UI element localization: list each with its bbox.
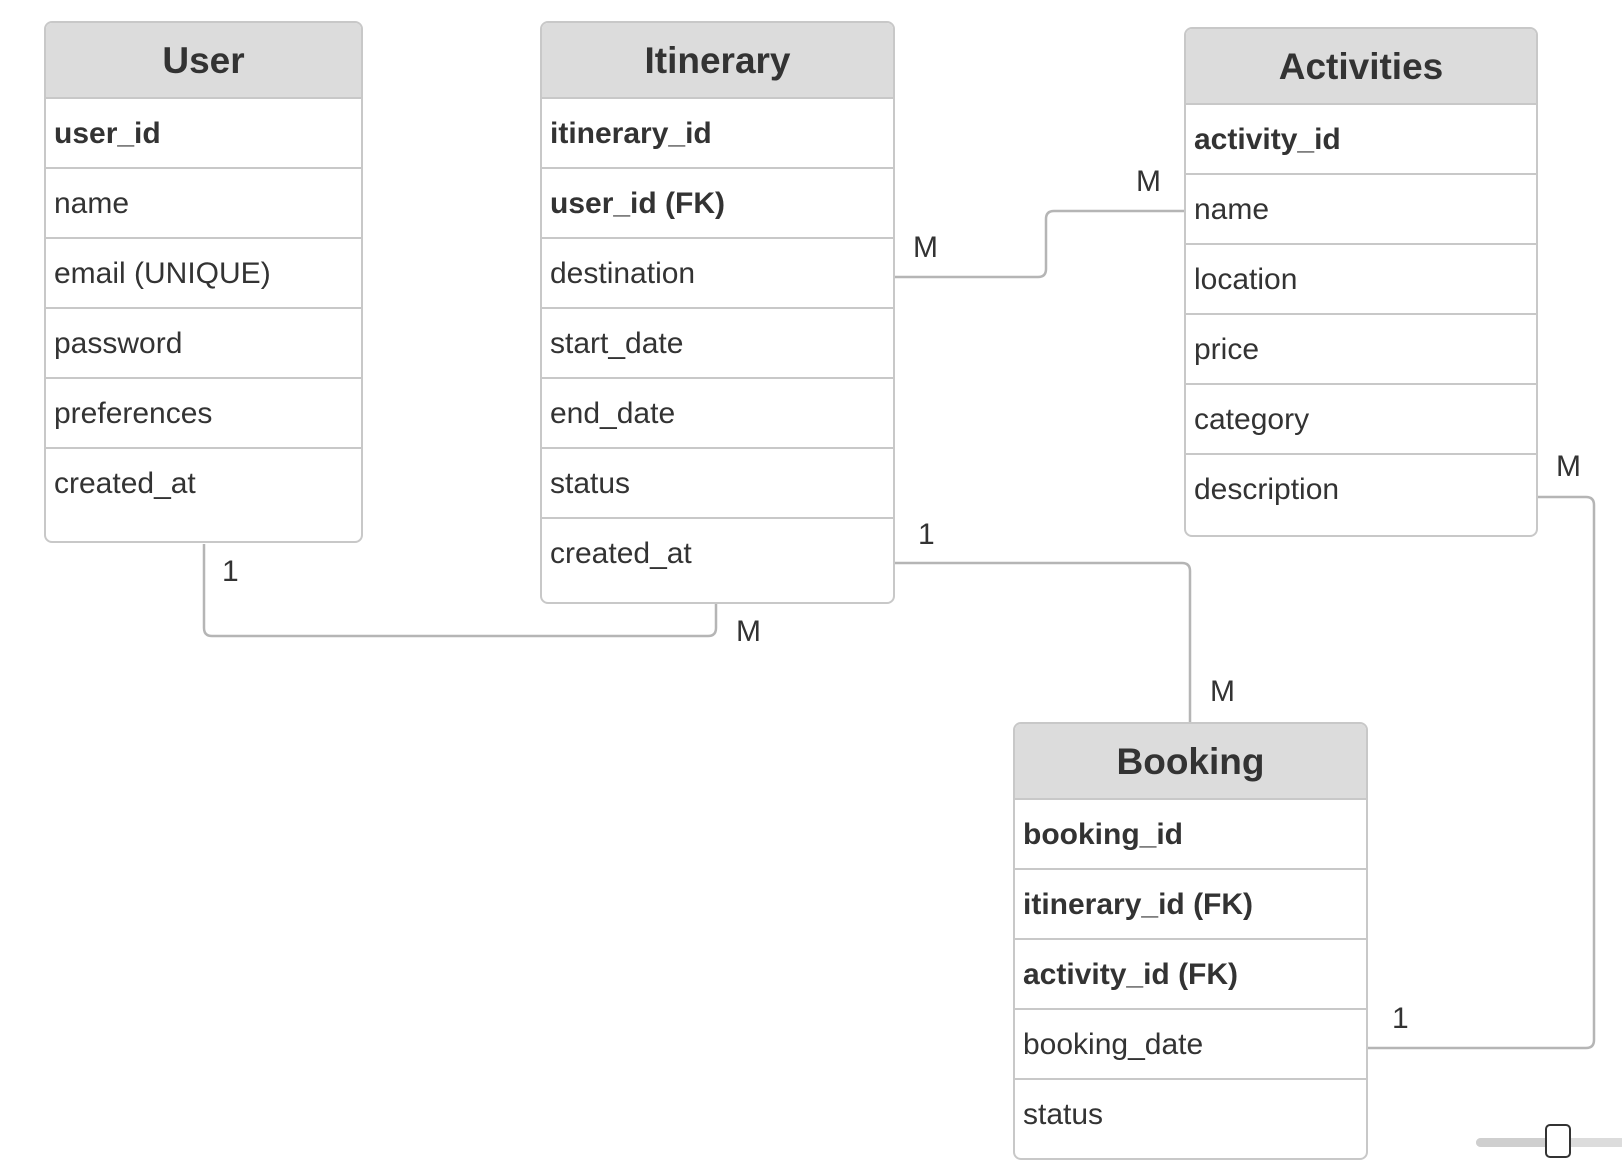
field-category: category <box>1186 383 1536 453</box>
cardinality-label: M <box>1136 165 1161 198</box>
field-price: price <box>1186 313 1536 383</box>
entity-title: Booking <box>1015 724 1366 798</box>
field-password: password <box>46 307 361 377</box>
field-preferences: preferences <box>46 377 361 447</box>
field-name: name <box>46 167 361 237</box>
cardinality-label: M <box>913 231 938 264</box>
entity-title: Itinerary <box>542 23 893 97</box>
field-user-id: user_id <box>46 97 361 167</box>
cardinality-label: 1 <box>918 518 935 551</box>
field-created-at: created_at <box>46 447 361 517</box>
zoom-slider-thumb[interactable] <box>1545 1124 1571 1158</box>
entity-activities[interactable]: Activities activity_id name location pri… <box>1184 27 1538 537</box>
field-booking-id: booking_id <box>1015 798 1366 868</box>
cardinality-label: M <box>1556 450 1581 483</box>
connector-itinerary-activities <box>895 209 1184 279</box>
entity-booking[interactable]: Booking booking_id itinerary_id (FK) act… <box>1013 722 1368 1160</box>
zoom-slider-fill <box>1476 1138 1556 1147</box>
field-activity-id-fk: activity_id (FK) <box>1015 938 1366 1008</box>
connector-user-itinerary <box>202 544 718 638</box>
field-end-date: end_date <box>542 377 893 447</box>
field-status: status <box>542 447 893 517</box>
connector-itinerary-booking <box>895 561 1192 722</box>
entity-user[interactable]: User user_id name email (UNIQUE) passwor… <box>44 21 363 543</box>
entity-title: Activities <box>1186 29 1536 103</box>
connector-activities-booking <box>1368 495 1596 1050</box>
field-location: location <box>1186 243 1536 313</box>
field-user-id-fk: user_id (FK) <box>542 167 893 237</box>
field-name: name <box>1186 173 1536 243</box>
field-itinerary-id: itinerary_id <box>542 97 893 167</box>
cardinality-label: M <box>1210 675 1235 708</box>
field-created-at: created_at <box>542 517 893 587</box>
field-description: description <box>1186 453 1536 523</box>
entity-itinerary[interactable]: Itinerary itinerary_id user_id (FK) dest… <box>540 21 895 604</box>
cardinality-label: 1 <box>222 555 239 588</box>
field-start-date: start_date <box>542 307 893 377</box>
field-status: status <box>1015 1078 1366 1148</box>
cardinality-label: M <box>736 615 761 648</box>
entity-title: User <box>46 23 361 97</box>
field-booking-date: booking_date <box>1015 1008 1366 1078</box>
field-activity-id: activity_id <box>1186 103 1536 173</box>
cardinality-label: 1 <box>1392 1002 1409 1035</box>
field-destination: destination <box>542 237 893 307</box>
field-email: email (UNIQUE) <box>46 237 361 307</box>
field-itinerary-id-fk: itinerary_id (FK) <box>1015 868 1366 938</box>
